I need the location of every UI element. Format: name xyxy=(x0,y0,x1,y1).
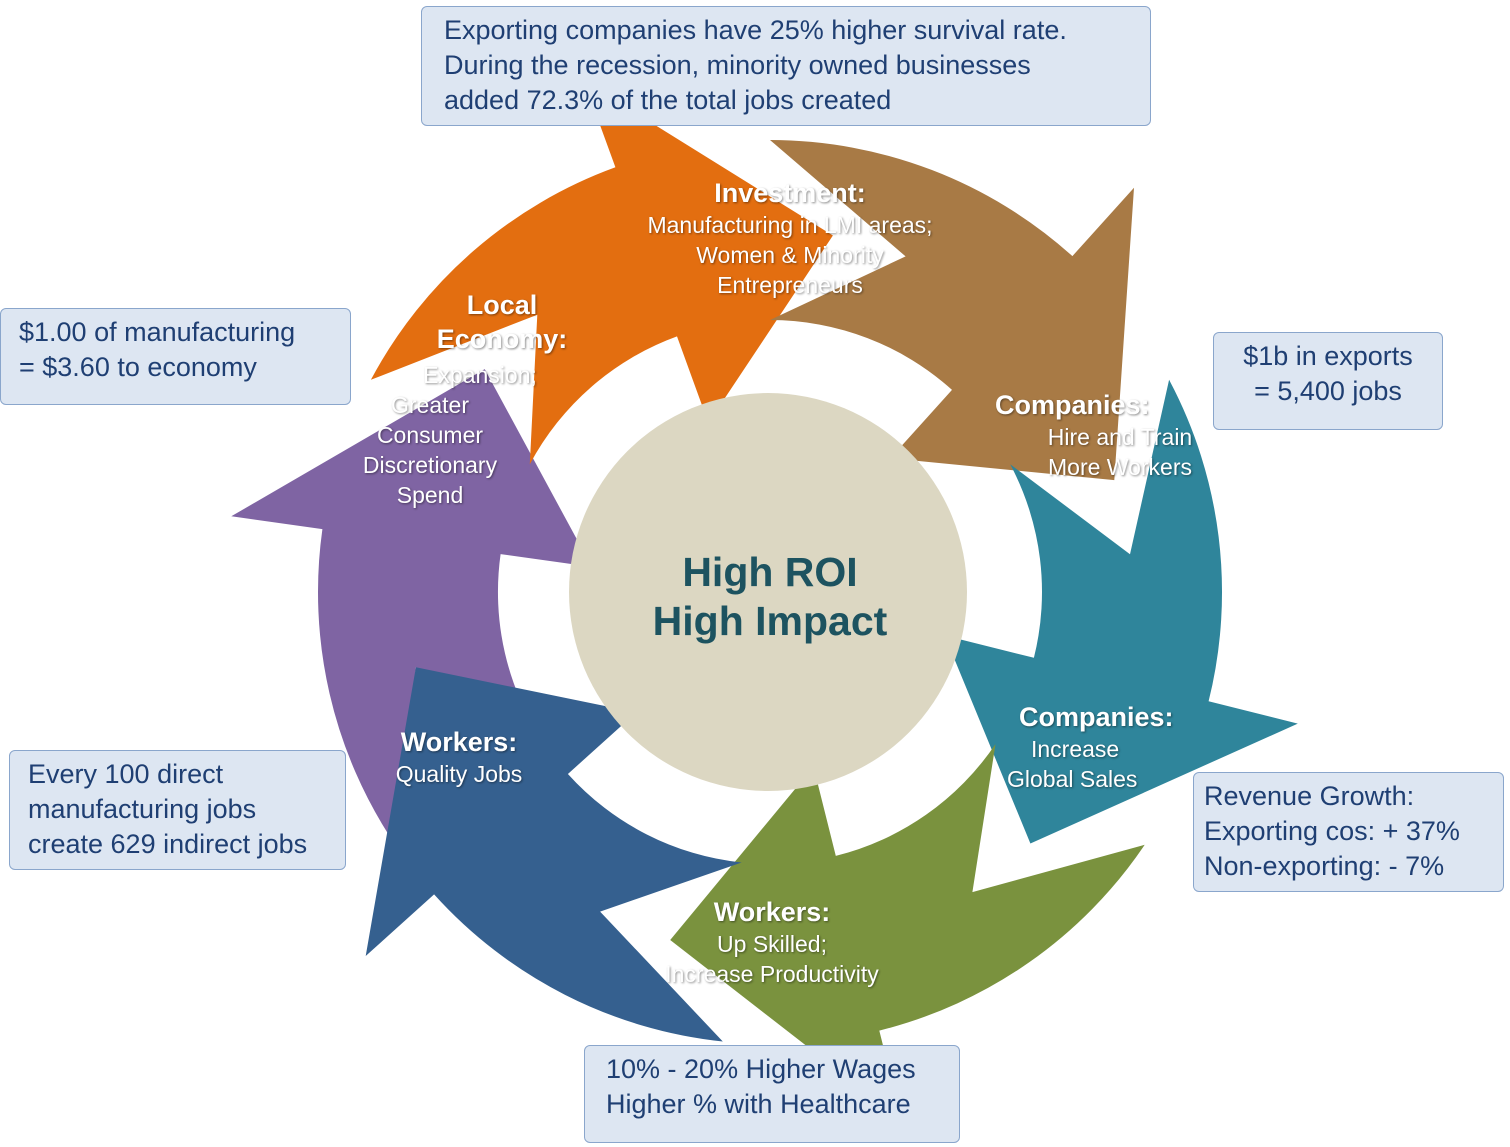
segment-body-line: Expansion; xyxy=(423,362,537,388)
callout-line: Higher % with Healthcare xyxy=(606,1089,911,1119)
segment-body-line: Entrepreneurs xyxy=(717,272,863,298)
segment-body-line: Global Sales xyxy=(1007,766,1138,792)
arrow-companies-hire xyxy=(370,80,833,465)
segment-local-economy-label: Local Economy: Expansion; Greater Consum… xyxy=(345,288,595,510)
arrow-local-economy xyxy=(365,667,742,1042)
segment-body-line: Manufacturing in LMI areas; xyxy=(647,212,933,238)
callout-line: $1.00 of manufacturing xyxy=(19,317,296,347)
arrow-workers-upskilled xyxy=(944,379,1298,844)
segment-body-line: Increase Productivity xyxy=(665,961,879,987)
callout-line: Non-exporting: - 7% xyxy=(1204,851,1445,881)
segment-body-line: Quality Jobs xyxy=(395,761,523,787)
segment-workers-upskilled-label: Workers: Up Skilled; Increase Productivi… xyxy=(632,895,912,989)
segment-title: Companies: xyxy=(1019,702,1174,732)
segment-body-line: Greater xyxy=(391,392,469,418)
segment-title-line: Economy: xyxy=(436,324,568,354)
callout-line: Every 100 direct xyxy=(28,759,224,789)
callout-line: manufacturing jobs xyxy=(28,794,257,824)
segment-companies-sales-label: Companies: Increase Global Sales xyxy=(995,700,1205,794)
segment-body-line: Consumer xyxy=(376,422,484,448)
callout-exports-jobs: $1b in exports = 5,400 jobs xyxy=(1213,332,1443,430)
segment-workers-quality-label: Workers: Quality Jobs xyxy=(374,725,544,789)
center-circle xyxy=(569,393,967,791)
segment-body-line: More Workers xyxy=(1048,454,1192,480)
center-line-2: High Impact xyxy=(652,598,888,644)
callout-line: Revenue Growth: xyxy=(1204,781,1415,811)
callout-line: $1b in exports xyxy=(1243,341,1413,371)
segment-title: Investment: xyxy=(714,178,866,208)
segment-title: Workers: xyxy=(400,727,518,757)
segment-investment-label: Investment: Manufacturing in LMI areas; … xyxy=(610,176,970,300)
segment-title-line: Local xyxy=(466,290,538,320)
segment-body-line: Up Skilled; xyxy=(717,931,827,957)
arrow-workers-quality xyxy=(670,744,1145,1120)
segment-title: Workers: xyxy=(713,897,831,927)
arrow-companies-sales xyxy=(770,140,1134,481)
callout-line: Exporting cos: + 37% xyxy=(1204,816,1460,846)
callout-survival-rate: Exporting companies have 25% higher surv… xyxy=(421,6,1151,126)
callout-line: During the recession, minority owned bus… xyxy=(444,50,1031,80)
callout-indirect-jobs: Every 100 direct manufacturing jobs crea… xyxy=(9,750,346,870)
segment-body-line: Spend xyxy=(396,482,464,508)
segment-body-line: Increase xyxy=(1031,736,1120,762)
callout-line: create 629 indirect jobs xyxy=(28,829,308,859)
center-title: High ROI High Impact xyxy=(600,548,940,646)
segment-companies-hire-label: Companies: Hire and Train More Workers xyxy=(985,388,1205,482)
segment-body-line: Discretionary xyxy=(362,452,498,478)
callout-line: = $3.60 to economy xyxy=(19,352,257,382)
callout-line: added 72.3% of the total jobs created xyxy=(444,85,892,115)
callout-manufacturing-multiplier: $1.00 of manufacturing = $3.60 to econom… xyxy=(0,308,351,405)
callout-wages: 10% - 20% Higher Wages Higher % with Hea… xyxy=(584,1045,960,1143)
center-line-1: High ROI xyxy=(682,549,858,595)
callout-line: Exporting companies have 25% higher surv… xyxy=(444,15,1067,45)
segment-body-line: Hire and Train xyxy=(1047,424,1193,450)
segment-body-line: Women & Minority xyxy=(696,242,884,268)
callout-line: 10% - 20% Higher Wages xyxy=(606,1054,916,1084)
callout-revenue-growth: Revenue Growth: Exporting cos: + 37% Non… xyxy=(1193,772,1504,892)
callout-line: = 5,400 jobs xyxy=(1254,376,1402,406)
segment-title: Companies: xyxy=(995,390,1150,420)
arrow-investment xyxy=(231,369,592,845)
